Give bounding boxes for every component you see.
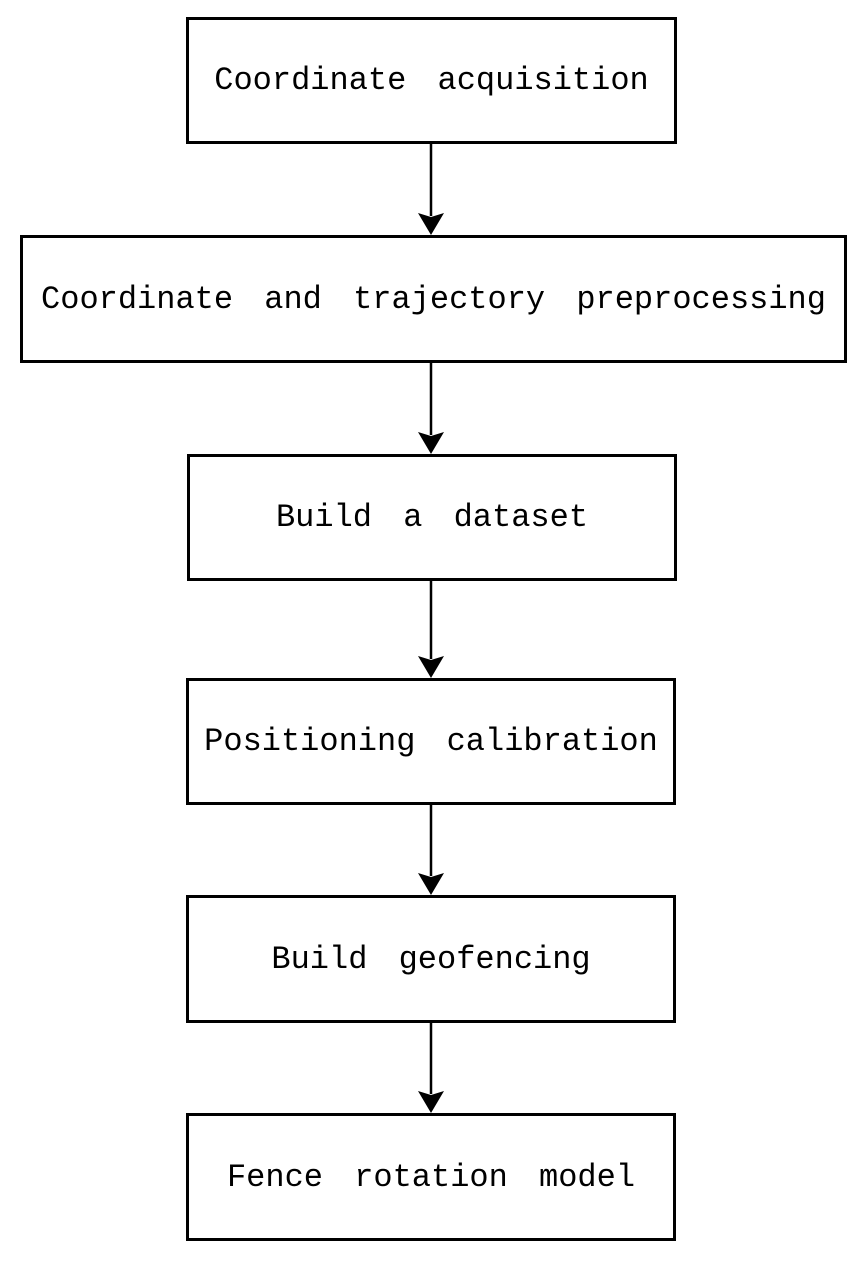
node-label: Fence rotation model bbox=[226, 1158, 636, 1196]
arrow-head-icon bbox=[418, 656, 444, 678]
arrow-down-3 bbox=[418, 581, 444, 678]
arrow-down-2 bbox=[418, 363, 444, 454]
arrow-head-icon bbox=[418, 213, 444, 235]
flow-node-positioning-calibration: Positioning calibration bbox=[186, 678, 676, 805]
flow-node-coordinate-trajectory-preprocessing: Coordinate and trajectory preprocessing bbox=[20, 235, 847, 363]
arrow-down-1 bbox=[418, 144, 444, 235]
node-label: Build geofencing bbox=[271, 940, 591, 978]
node-label: Coordinate and trajectory preprocessing bbox=[41, 280, 826, 318]
flow-node-coordinate-acquisition: Coordinate acquisition bbox=[186, 17, 677, 144]
node-label: Coordinate acquisition bbox=[214, 62, 649, 99]
flow-node-fence-rotation-model: Fence rotation model bbox=[186, 1113, 676, 1241]
arrow-head-icon bbox=[418, 1091, 444, 1113]
flow-node-build-dataset: Build a dataset bbox=[187, 454, 677, 581]
node-label: Build a dataset bbox=[275, 499, 589, 536]
arrow-down-4 bbox=[418, 805, 444, 895]
arrow-down-5 bbox=[418, 1023, 444, 1113]
node-label: Positioning calibration bbox=[204, 723, 658, 760]
arrow-head-icon bbox=[418, 873, 444, 895]
flow-node-build-geofencing: Build geofencing bbox=[186, 895, 676, 1023]
arrow-head-icon bbox=[418, 432, 444, 454]
